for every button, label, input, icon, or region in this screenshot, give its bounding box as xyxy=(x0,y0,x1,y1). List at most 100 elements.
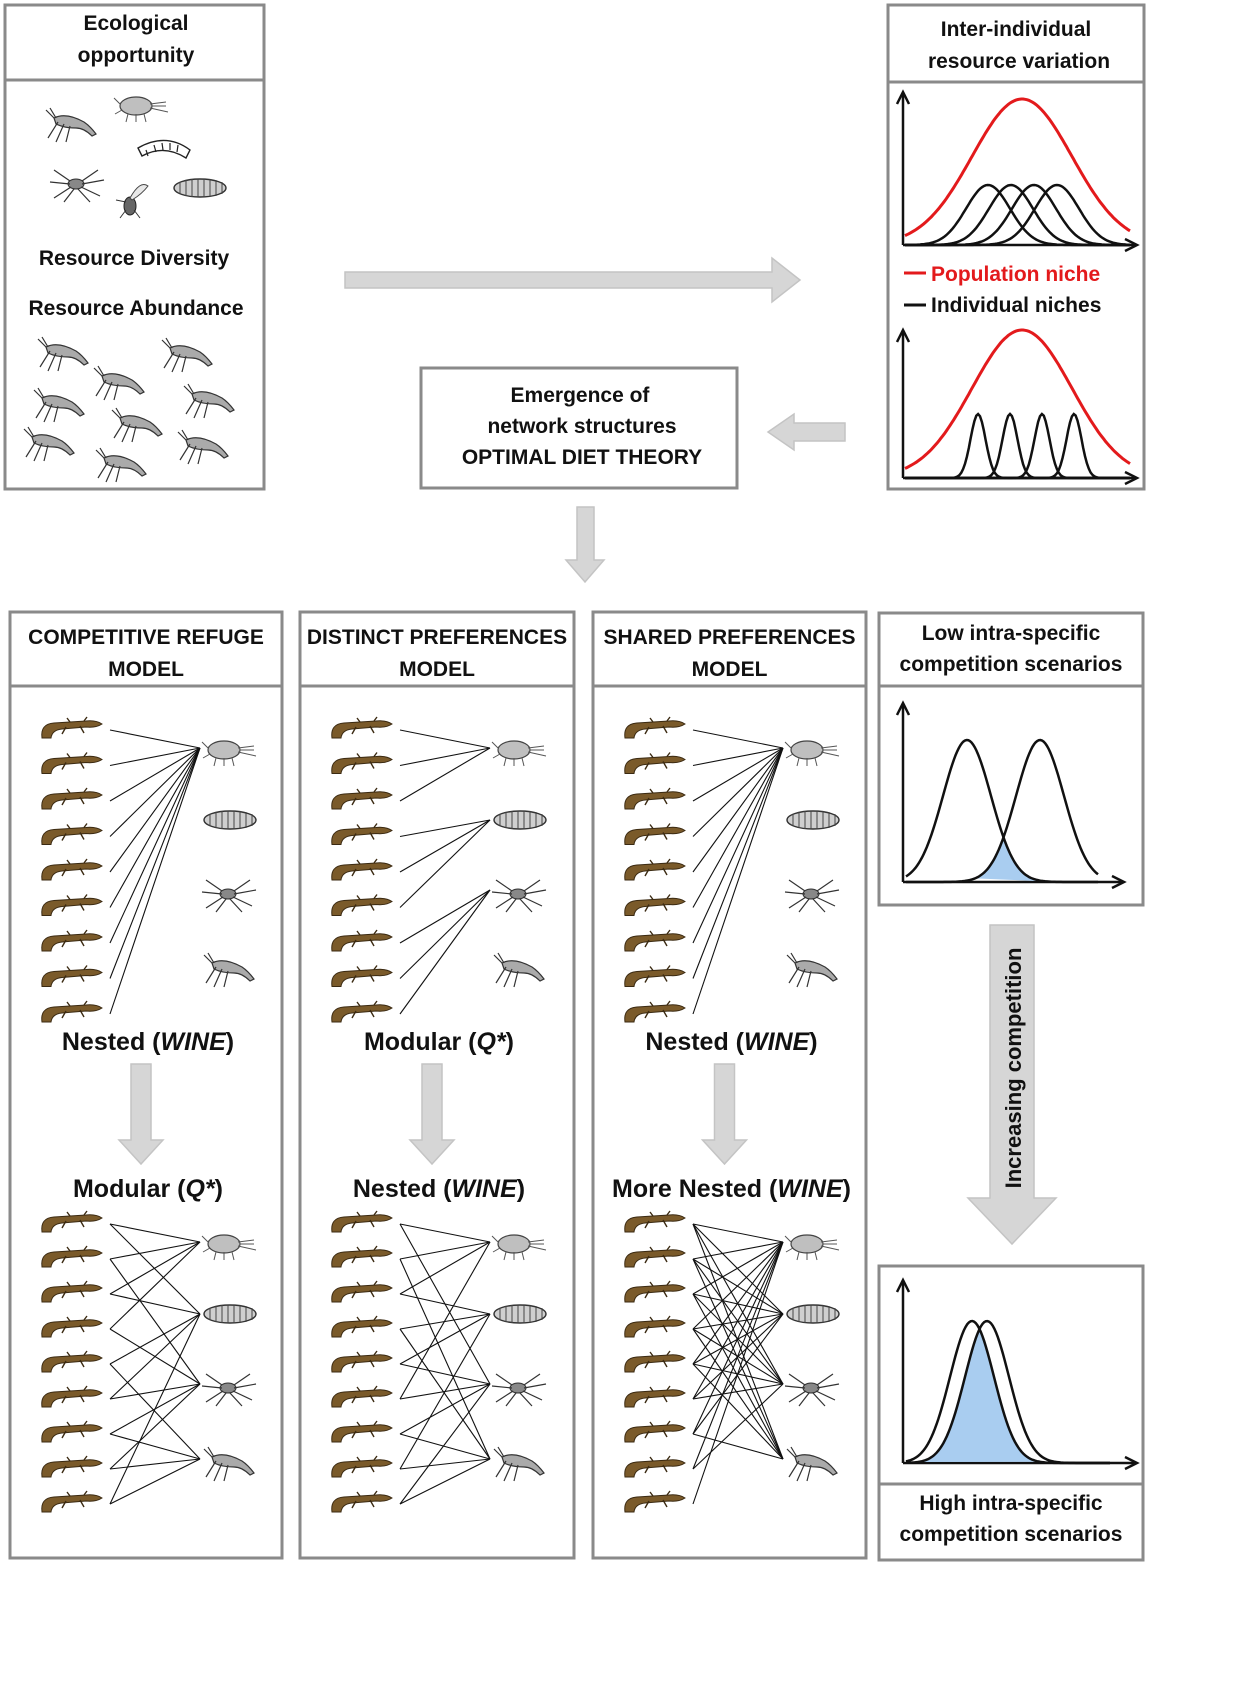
individual-niches-legend: Individual niches xyxy=(931,294,1101,317)
high-competition-plot xyxy=(895,1277,1140,1471)
trophic-link xyxy=(692,1328,784,1460)
trophic-link xyxy=(109,747,201,837)
increasing-competition-arrow xyxy=(966,924,1058,1246)
trophic-link xyxy=(109,1363,201,1460)
trophic-link xyxy=(109,747,201,1015)
distinct-preferences-bottom-network xyxy=(331,1210,547,1513)
trophic-link xyxy=(109,1241,201,1260)
trophic-link xyxy=(692,1241,784,1295)
inter-individual-title-1: Inter-individual xyxy=(941,18,1092,41)
trophic-link xyxy=(692,1223,784,1315)
trophic-link xyxy=(692,1241,784,1400)
trophic-link xyxy=(399,1223,491,1243)
high-competition-title-2: competition scenarios xyxy=(900,1523,1123,1546)
competitive-refuge-top-label: Nested (WINE) xyxy=(62,1028,234,1056)
trophic-link xyxy=(399,819,491,908)
emergence-line-2: network structures xyxy=(487,415,676,438)
trophic-link xyxy=(109,747,201,873)
distinct-preferences-title-line: MODEL xyxy=(399,658,475,681)
low-niche-curve-a xyxy=(905,738,1098,884)
competitive-refuge-title-line: COMPETITIVE REFUGE xyxy=(28,626,264,649)
trophic-link xyxy=(399,1363,491,1385)
resource-diversity-label: Resource Diversity xyxy=(39,247,230,270)
trophic-link xyxy=(692,1258,784,1460)
ecological-opportunity-box: Ecological opportunity Resource Diversit… xyxy=(3,3,266,491)
niche-plot-specialized xyxy=(895,327,1140,486)
distinct-preferences-down-arrow xyxy=(408,1063,456,1166)
low-competition-x-arrowhead xyxy=(1111,874,1127,890)
trophic-link xyxy=(399,1293,491,1315)
trophic-link xyxy=(109,1458,201,1470)
trophic-link xyxy=(399,889,491,944)
low-competition-title-1: Low intra-specific xyxy=(922,622,1101,645)
trophic-link xyxy=(399,1313,491,1365)
trophic-link xyxy=(109,1383,201,1400)
trophic-link xyxy=(692,1293,784,1315)
trophic-link xyxy=(692,747,784,944)
ecological-opportunity-title-1: Ecological xyxy=(83,12,188,35)
trophic-link xyxy=(692,747,784,908)
trophic-link xyxy=(109,1241,201,1330)
high-overlap-area xyxy=(918,1330,1040,1462)
trophic-link xyxy=(692,747,784,802)
trophic-link xyxy=(399,1258,491,1460)
trophic-link xyxy=(692,1383,784,1400)
trophic-link xyxy=(692,1241,784,1330)
trophic-link xyxy=(692,1383,784,1470)
trophic-link xyxy=(692,747,784,979)
trophic-link xyxy=(692,1241,784,1435)
inter-individual-title-2: resource variation xyxy=(928,50,1110,73)
trophic-link xyxy=(109,747,201,944)
trophic-link xyxy=(109,1313,201,1505)
trophic-link xyxy=(109,1223,201,1243)
trophic-link xyxy=(109,1223,201,1315)
distinct-preferences-title-line: DISTINCT PREFERENCES xyxy=(307,626,567,649)
competitive-refuge-title-line: MODEL xyxy=(108,658,184,681)
trophic-link xyxy=(109,1458,201,1505)
emergence-line-1: Emergence of xyxy=(511,384,651,407)
trophic-link xyxy=(399,889,491,1015)
trophic-link xyxy=(109,729,201,749)
trophic-link xyxy=(692,1363,784,1460)
ecological-opportunity-title-2: opportunity xyxy=(78,44,195,67)
trophic-link xyxy=(692,1433,784,1460)
trophic-link xyxy=(109,747,201,767)
inter-individual-box: Inter-individual resource variation Popu… xyxy=(886,3,1146,491)
low-competition-y-arrowhead xyxy=(895,700,911,716)
individual-niche-curve xyxy=(905,183,1131,247)
trophic-link xyxy=(399,1458,491,1470)
trophic-link xyxy=(109,1313,201,1400)
overlapping-niche-y-arrowhead xyxy=(895,89,911,105)
trophic-link xyxy=(399,1383,491,1435)
trophic-link xyxy=(399,1241,491,1295)
caterpillar-icon xyxy=(493,810,547,830)
models-group: COMPETITIVE REFUGE MODEL Nested (WINE) Modu… xyxy=(8,610,868,1560)
emergence-line-3: OPTIMAL DIET THEORY xyxy=(462,446,702,469)
caterpillar-icon xyxy=(203,1304,257,1324)
high-competition-x-arrowhead xyxy=(1124,1455,1140,1471)
trophic-link xyxy=(692,747,784,873)
competitive-refuge-bottom-label: Modular (Q*) xyxy=(73,1175,223,1203)
high-competition-title-1: High intra-specific xyxy=(919,1492,1103,1515)
trophic-link xyxy=(109,1313,201,1365)
caterpillar-icon xyxy=(173,178,227,198)
trophic-link xyxy=(399,729,491,749)
shared-preferences-bottom-network xyxy=(624,1210,840,1513)
population-niche-legend: Population niche xyxy=(931,263,1100,286)
trophic-link xyxy=(109,747,201,979)
caterpillar-icon xyxy=(786,810,840,830)
niche-plot-overlapping xyxy=(895,89,1140,253)
trophic-link xyxy=(692,1241,784,1470)
caterpillar-icon xyxy=(786,1304,840,1324)
caterpillar-icon xyxy=(493,1304,547,1324)
low-competition-plot xyxy=(895,700,1127,890)
competitive-refuge-top-network xyxy=(41,716,257,1023)
increasing-competition-label: Increasing competition xyxy=(1001,948,1026,1189)
trophic-link xyxy=(692,1258,784,1315)
trophic-link xyxy=(109,747,201,908)
trophic-link xyxy=(399,1458,491,1505)
trophic-link xyxy=(692,1241,784,1505)
arrow-right xyxy=(344,256,802,304)
low-niche-curve-b xyxy=(906,738,1099,884)
